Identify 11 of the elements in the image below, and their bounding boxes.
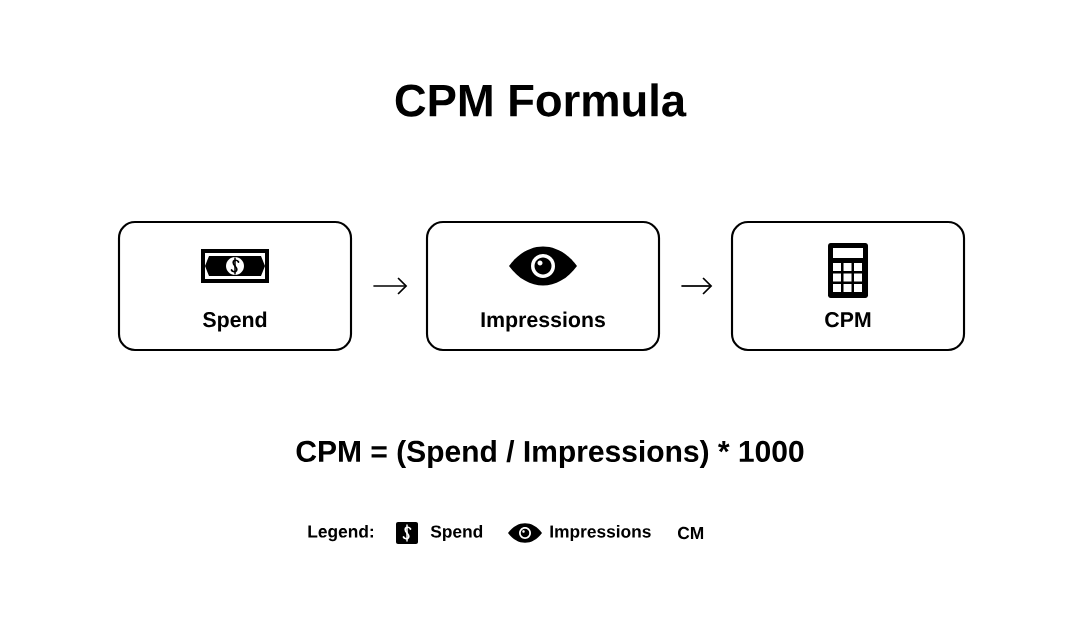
legend-label: Spend bbox=[430, 524, 483, 542]
title: CPM Formula bbox=[395, 83, 687, 117]
formula: CPM = (Spend / Impressions) * 1000 bbox=[296, 440, 804, 468]
arrow bbox=[372, 277, 408, 295]
process-box: Spend bbox=[117, 220, 353, 352]
legend-label: Impressions bbox=[550, 524, 651, 542]
legend-label: CM bbox=[678, 526, 704, 540]
arrow bbox=[680, 277, 713, 295]
legend-title: Legend: bbox=[308, 524, 373, 542]
process-box: Impressions bbox=[425, 220, 661, 352]
process-box: CPM bbox=[730, 220, 966, 352]
